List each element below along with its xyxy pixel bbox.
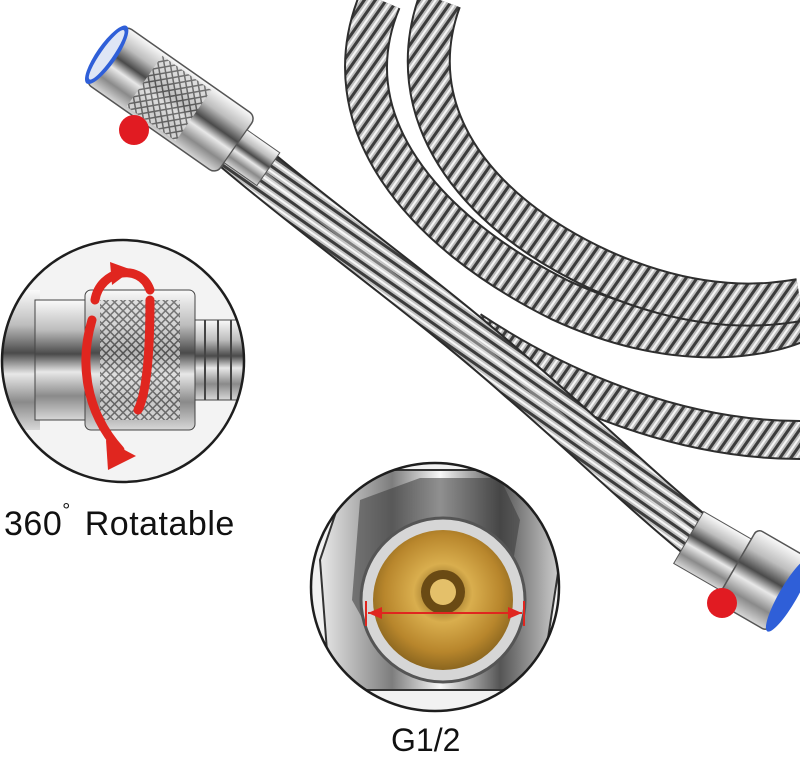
red-dot-marker [707, 588, 737, 618]
red-dot-marker [119, 115, 149, 145]
degree-symbol: ° [62, 500, 71, 522]
rotation-number: 360 [4, 505, 63, 543]
rotatable-word: Rotatable [84, 505, 235, 543]
rotatable-caption: 360° Rotatable [4, 500, 235, 544]
top-left-fitting [85, 25, 281, 187]
thread-size-caption: G1/2 [391, 722, 461, 758]
measure-arrow-icon [365, 601, 525, 626]
thread-detail-circle [311, 463, 559, 711]
